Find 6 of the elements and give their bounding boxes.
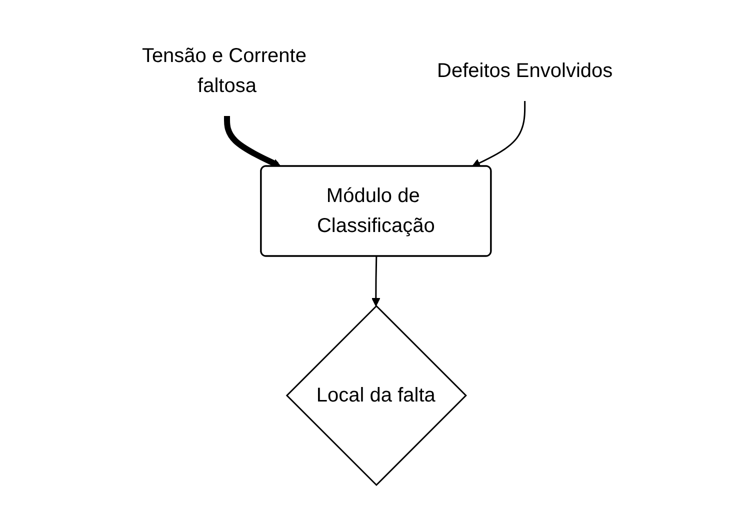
arrow <box>471 101 526 168</box>
arrow <box>371 256 380 306</box>
arrow <box>224 116 281 168</box>
node-text: Defeitos Envolvidos <box>436 60 612 82</box>
node-diamond: Local da falta <box>286 304 467 486</box>
node-text: Tensão e Corrente faltosa <box>142 45 306 97</box>
